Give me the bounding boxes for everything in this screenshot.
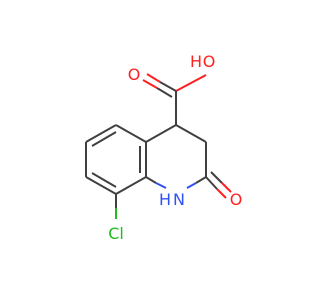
bond-c5-c6 <box>85 124 117 143</box>
bond-c-o-acid-2 <box>156 87 173 98</box>
bond-n-c8a-a <box>155 182 167 189</box>
bond-c-o-acid-1b <box>146 73 161 83</box>
bond-c2-o-lactam-1 <box>205 176 218 190</box>
bond-c-o-acid-1 <box>159 81 177 92</box>
amide-n-label: N <box>173 190 185 209</box>
bond-c2-o-lactam-2 <box>210 171 223 184</box>
bond-c4-c4a <box>145 124 177 143</box>
chlorine-label: Cl <box>108 224 124 243</box>
amide-h-label: H <box>159 190 171 209</box>
bond-c-o-acid-2b <box>142 79 158 89</box>
molecule-structure: H O O O N H Cl <box>85 52 243 243</box>
bond-c5-c6-inner <box>91 131 117 147</box>
bond-c2-o-lactam-2b <box>221 182 232 193</box>
bond-c4-c3 <box>175 124 207 143</box>
hydroxyl-o-label: O <box>203 52 216 71</box>
bond-c-oh <box>175 74 207 92</box>
bond-c7-c8-inner <box>91 172 117 188</box>
bond-c2-n-a <box>195 176 207 184</box>
bond-c4a-c5 <box>115 124 147 143</box>
bond-c8-c8a <box>115 176 147 195</box>
lactam-carbonyl-o-label: O <box>230 190 243 209</box>
bond-c2-o-lactam-1b <box>216 188 227 199</box>
acid-carbonyl-o-label: O <box>128 65 141 84</box>
bond-n-c8a-b <box>145 176 157 184</box>
bond-c2-n-b <box>186 182 197 189</box>
bond-c7-c8 <box>85 176 117 195</box>
hydroxyl-h-label: H <box>190 52 202 71</box>
